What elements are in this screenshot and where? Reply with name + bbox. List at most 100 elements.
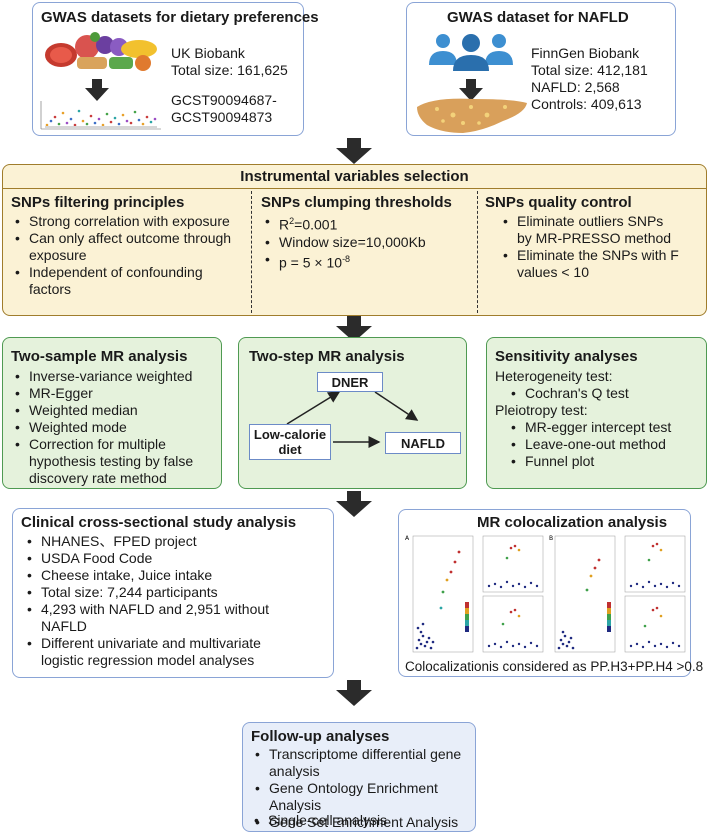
list-item: Weighted median: [15, 402, 192, 419]
two-sample-mr-title: Two-sample MR analysis: [11, 348, 188, 365]
gwas-nafld-panel: GWAS dataset for NAFLD FinnGen Biobank T…: [406, 2, 676, 136]
panel-a-label: A: [405, 535, 410, 542]
two-step-mr-title: Two-step MR analysis: [249, 348, 405, 365]
list-item: Different univariate and multivariate: [27, 635, 261, 652]
list-item: Leave-one-out method: [511, 436, 671, 453]
clinical-list-2: Different univariate and multivariate: [27, 635, 261, 652]
column-divider: [477, 191, 478, 313]
colocalization-caption: Colocalizationis considered as PP.H3+PP.…: [405, 659, 704, 674]
gwas-diet-panel: GWAS datasets for dietary preferences: [32, 2, 319, 136]
two-sample-mr-list: Inverse-variance weighted MR-Egger Weigh…: [15, 368, 192, 453]
list-item: Cheese intake, Juice intake: [27, 567, 269, 584]
gwas-nafld-title: GWAS dataset for NAFLD: [447, 9, 629, 26]
uk-biobank-label: UK Biobank: [171, 45, 245, 61]
snps-filtering-list: Strong correlation with exposure Can onl…: [15, 213, 231, 247]
nafld-controls: Controls: 409,613: [531, 96, 642, 112]
snps-filtering-list-2: Independent of confounding: [15, 264, 203, 281]
two-sample-mr-panel: Two-sample MR analysis Inverse-variance …: [2, 337, 222, 489]
flow-arrow-icon: [336, 138, 372, 164]
food-icon: [45, 32, 157, 71]
snps-quality-title: SNPs quality control: [485, 194, 632, 211]
two-step-mr-panel: Two-step MR analysis DNER Low-calorie di…: [238, 337, 467, 489]
snps-quality-list-2: Eliminate the SNPs with F: [503, 247, 679, 264]
list-item: MR-egger intercept test: [511, 419, 671, 436]
single-cell-item: •Single-cell analysis: [254, 812, 388, 828]
nafld-cases: NAFLD: 2,568: [531, 79, 620, 95]
colocalization-panel: MR colocalization analysis A B: [398, 509, 703, 677]
heterogeneity-label: Heterogeneity test:: [495, 368, 613, 384]
snps-quality-list: Eliminate outliers SNPs: [503, 213, 663, 230]
list-item: Correction for multiple: [15, 436, 192, 453]
clinical-list: NHANES、FPED project USDA Food Code Chees…: [27, 533, 269, 618]
list-item: Independent of confounding: [15, 264, 203, 281]
pleiotropy-list: MR-egger intercept test Leave-one-out me…: [511, 419, 671, 470]
list-item: Can only affect outcome through: [15, 230, 231, 247]
down-arrow-icon: [459, 79, 483, 101]
list-item: NHANES、FPED project: [27, 533, 269, 550]
list-item: Cochran's Q test: [511, 385, 629, 402]
sensitivity-panel: Sensitivity analyses Heterogeneity test:…: [486, 337, 707, 489]
column-divider: [251, 191, 252, 313]
list-item-continuation: values < 10: [517, 264, 589, 280]
gwas-diet-title: GWAS datasets for dietary preferences: [41, 9, 319, 26]
diet-total-size: Total size: 161,625: [171, 62, 288, 78]
flow-arrow-icon: [336, 491, 372, 517]
nafld-total-size: Total size: 412,181: [531, 62, 648, 78]
flow-arrow-icon: [336, 680, 372, 706]
list-item-continuation: NAFLD: [41, 618, 87, 634]
list-item: Funnel plot: [511, 453, 671, 470]
snps-filtering-title: SNPs filtering principles: [11, 194, 185, 211]
exposure-node-line1: Low-calorie: [253, 427, 327, 442]
clinical-study-title: Clinical cross-sectional study analysis: [21, 514, 297, 531]
list-item: Inverse-variance weighted: [15, 368, 192, 385]
follow-up-panel: Follow-up analyses Transcriptome differe…: [242, 722, 476, 832]
list-item: USDA Food Code: [27, 550, 269, 567]
panel-b-label: B: [549, 535, 553, 542]
list-item: Weighted mode: [15, 419, 192, 436]
liver-icon: [417, 98, 527, 133]
list-item: Strong correlation with exposure: [15, 213, 231, 230]
gcst-range-end: GCST90094873: [171, 109, 273, 125]
gcst-range-start: GCST90094687-: [171, 92, 277, 108]
list-item: R2=0.001: [265, 213, 426, 234]
people-icon: [429, 34, 513, 71]
colocalization-title: MR colocalization analysis: [477, 514, 668, 531]
follow-up-title: Follow-up analyses: [251, 728, 390, 745]
list-item: Gene Ontology Enrichment: [255, 780, 438, 797]
iv-selection-panel: Instrumental variables selection SNPs fi…: [2, 164, 707, 316]
list-item-continuation: exposure: [29, 247, 87, 263]
list-item: Transcriptome differential gene: [255, 746, 461, 763]
list-item-continuation: factors: [29, 281, 72, 297]
list-item-continuation: Analysis: [269, 797, 322, 813]
list-item-continuation: by MR-PRESSO method: [517, 230, 672, 246]
list-item-continuation: analysis: [269, 763, 320, 779]
flow-arrow-icon: [336, 316, 372, 342]
exposure-node-line2: diet: [278, 442, 302, 457]
list-item-continuation: hypothesis testing by false: [29, 453, 194, 469]
follow-up-list-3: Gene Set Enrichment Analysis: [255, 814, 458, 831]
snps-clumping-title: SNPs clumping thresholds: [261, 194, 452, 211]
exposure-node: Low-calorie diet: [249, 424, 331, 460]
follow-up-list-2: Gene Ontology Enrichment: [255, 780, 438, 797]
mediation-arrows: [286, 391, 419, 448]
list-item-continuation: discovery rate method: [29, 470, 167, 486]
iv-selection-header: Instrumental variables selection: [240, 168, 469, 185]
finngen-label: FinnGen Biobank: [531, 45, 640, 61]
list-item: Window size=10,000Kb: [265, 234, 426, 251]
snps-clumping-list: R2=0.001 Window size=10,000Kb p = 5 × 10…: [265, 213, 426, 271]
list-item: Eliminate outliers SNPs: [503, 213, 663, 230]
sensitivity-title: Sensitivity analyses: [495, 348, 638, 365]
manhattan-plot-icon: [40, 101, 161, 130]
list-item: MR-Egger: [15, 385, 192, 402]
list-item-continuation: logistic regression model analyses: [41, 652, 255, 668]
list-item: Gene Set Enrichment Analysis: [255, 814, 458, 831]
clinical-study-panel: Clinical cross-sectional study analysis …: [12, 508, 334, 678]
list-item: 4,293 with NAFLD and 2,951 without: [27, 601, 269, 618]
mediator-node: DNER: [317, 372, 383, 392]
list-item: Eliminate the SNPs with F: [503, 247, 679, 264]
heterogeneity-list: Cochran's Q test: [511, 385, 629, 402]
down-arrow-icon: [85, 79, 109, 101]
pleiotropy-label: Pleiotropy test:: [495, 402, 588, 418]
outcome-node: NAFLD: [385, 432, 461, 454]
list-item: p = 5 × 10-8: [265, 251, 426, 272]
